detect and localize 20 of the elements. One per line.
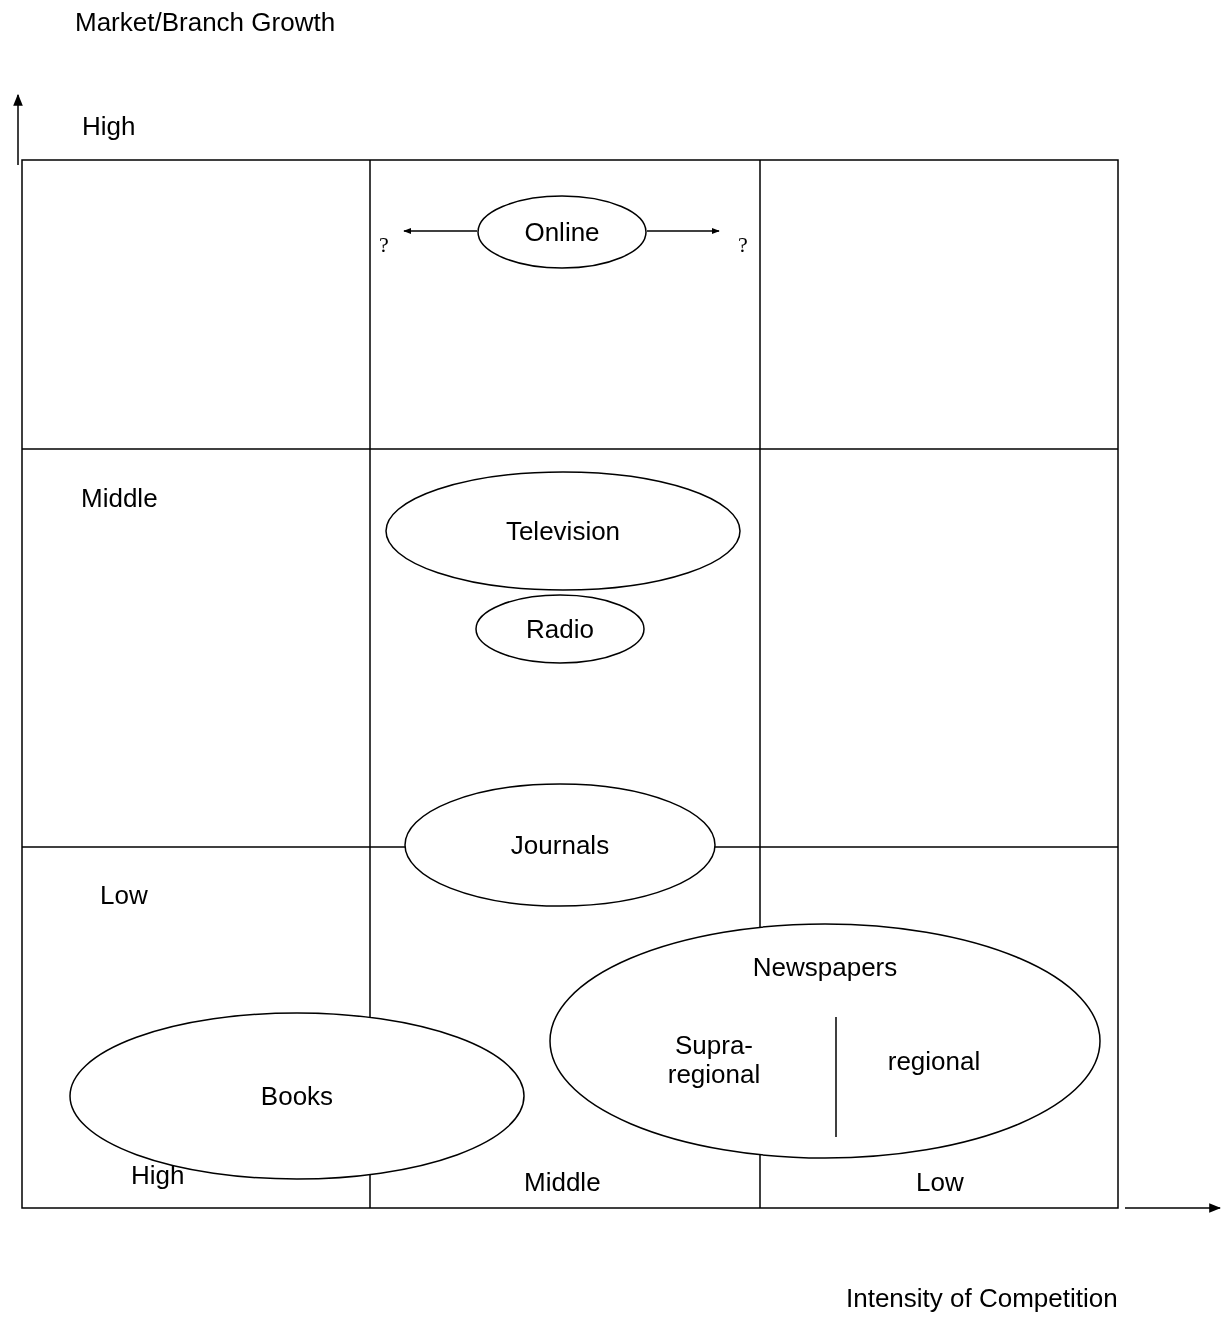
node-label: Books <box>260 1081 334 1111</box>
node-label: Journals <box>510 830 610 860</box>
node-title: Newspapers <box>751 953 899 982</box>
axis-title: Intensity of Competition <box>846 1284 1118 1313</box>
arrow <box>403 227 478 235</box>
axis-tick-label: High <box>82 112 136 141</box>
arrow <box>646 227 720 235</box>
node-label: Supra-regional <box>666 1031 762 1089</box>
axis-tick-label: Low <box>916 1168 964 1197</box>
axis-tick-label: High <box>131 1161 185 1190</box>
node-label: Television <box>505 516 621 546</box>
axis-tick-label: Middle <box>524 1168 601 1197</box>
question-mark: ? <box>738 232 748 258</box>
axis-tick-label: Middle <box>81 484 158 513</box>
question-mark: ? <box>379 232 389 258</box>
node-label: Online <box>524 217 600 247</box>
axis-tick-label: Low <box>100 881 148 910</box>
node-label: Radio <box>526 614 594 644</box>
axis-title: Market/Branch Growth <box>75 8 336 37</box>
node-label: regional <box>886 1047 982 1076</box>
